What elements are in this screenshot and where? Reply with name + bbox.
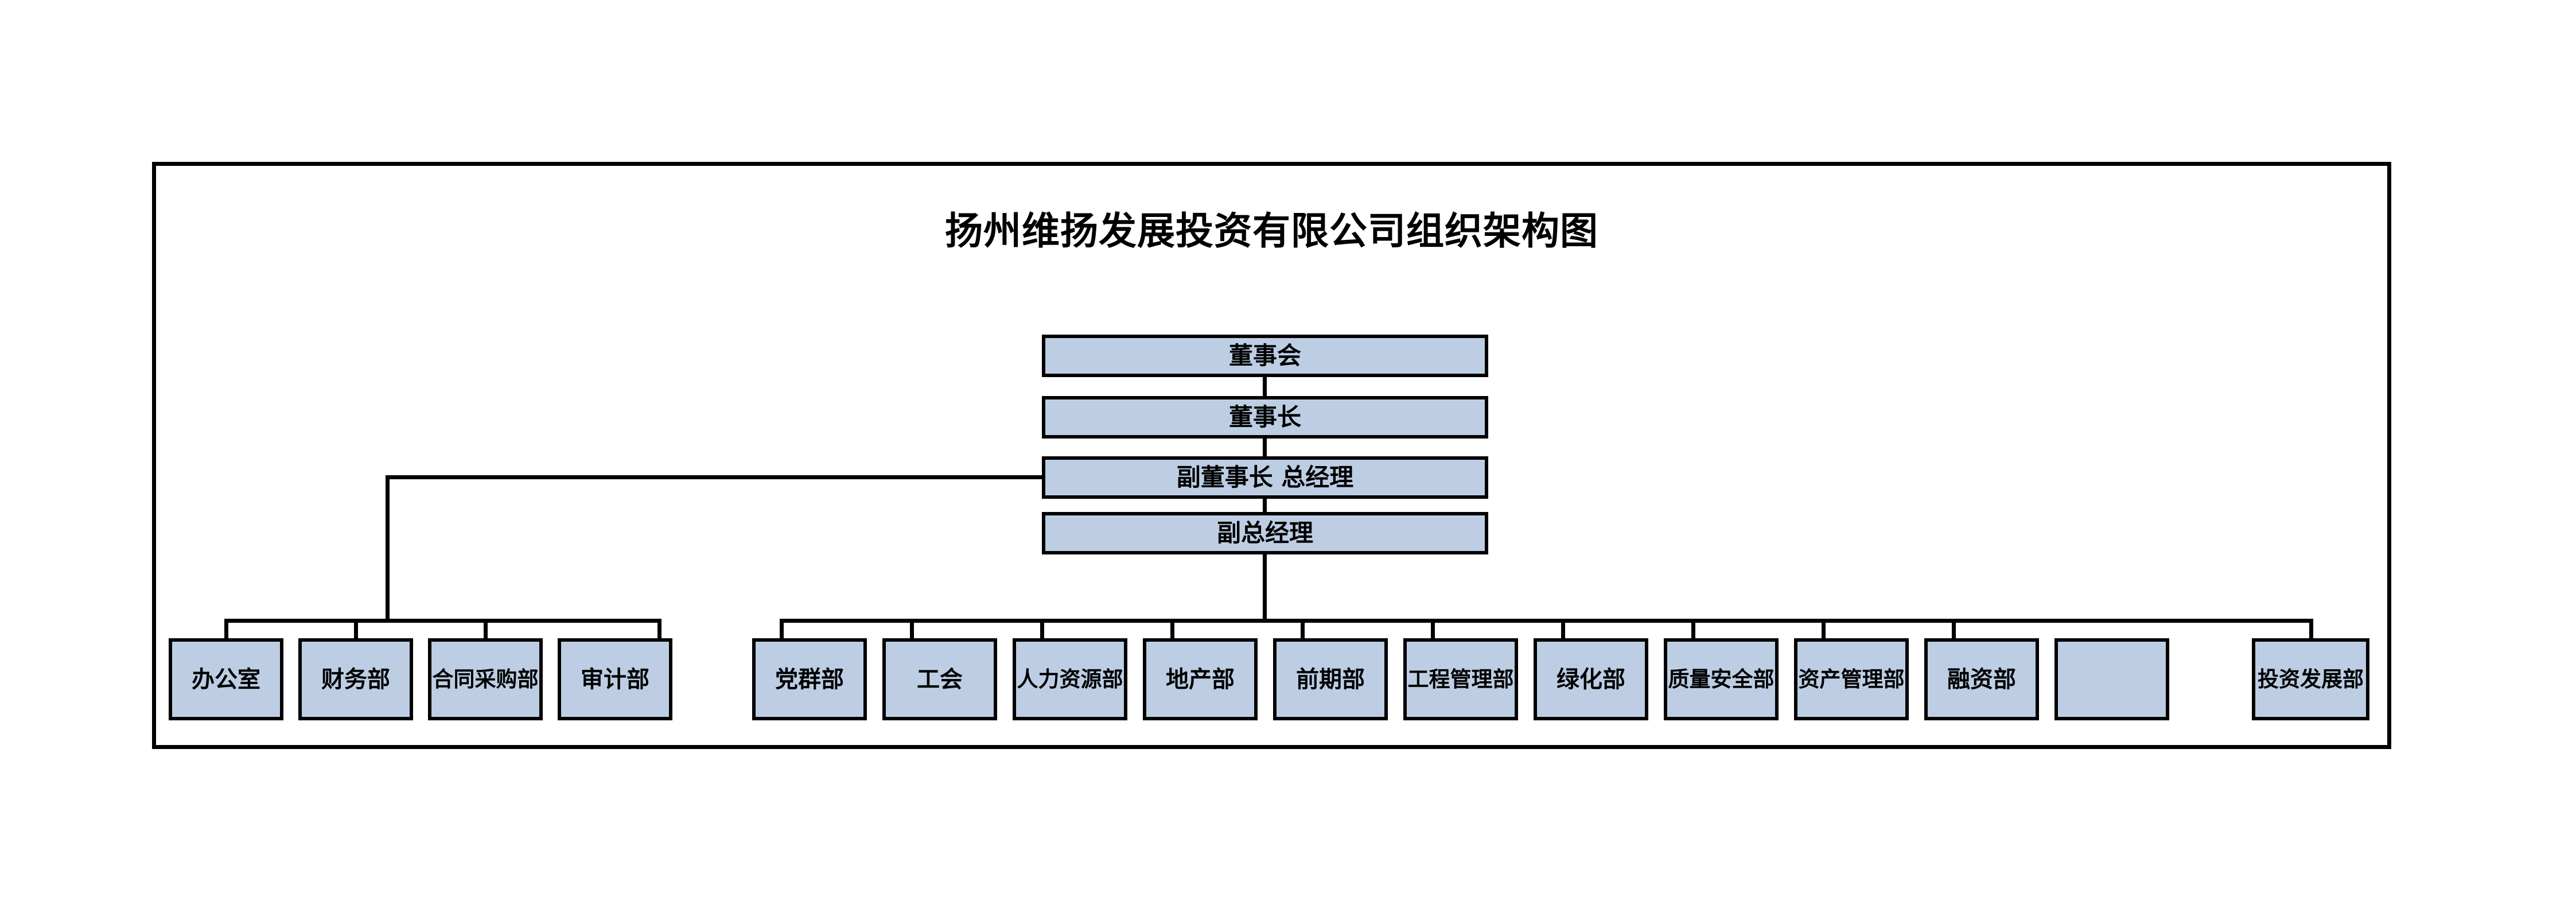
node-label: 合同采购部 <box>432 667 539 692</box>
node-department-asset-management[interactable]: 资产管理部 <box>1794 638 1909 720</box>
connector-drop-preliminary <box>1301 619 1305 640</box>
node-department-engineering-management[interactable]: 工程管理部 <box>1403 638 1518 720</box>
connector-deputy-to-right-bus <box>1263 554 1267 620</box>
node-label: 地产部 <box>1166 666 1235 693</box>
page-title: 扬州维扬发展投资有限公司组织架构图 <box>945 209 1598 253</box>
node-department-quality-safety[interactable]: 质量安全部 <box>1664 638 1779 720</box>
node-label: 董事会 <box>1228 342 1301 370</box>
connector-drop-engineering-management <box>1431 619 1435 640</box>
node-department-greening[interactable]: 绿化部 <box>1534 638 1648 720</box>
connector-vicechairman-left-drop <box>386 475 390 620</box>
node-label: 投资发展部 <box>2258 667 2364 692</box>
node-department-finance[interactable]: 财务部 <box>298 638 413 720</box>
node-label: 财务部 <box>321 666 390 693</box>
node-department-labor-union[interactable]: 工会 <box>882 638 997 720</box>
connector-drop-investment-development <box>2309 619 2313 640</box>
connector-left-bus <box>224 619 661 623</box>
node-department-real-estate[interactable]: 地产部 <box>1143 638 1258 720</box>
connector-vicechairman-to-deputy <box>1263 499 1267 512</box>
node-board-of-directors[interactable]: 董事会 <box>1042 335 1488 377</box>
connector-right-bus <box>780 619 2311 623</box>
node-department-financing[interactable]: 融资部 <box>1924 638 2039 720</box>
node-department-contract-procurement[interactable]: 合同采购部 <box>428 638 543 720</box>
connector-drop-office <box>224 619 228 640</box>
node-label: 人力资源部 <box>1017 667 1123 692</box>
node-department-audit[interactable]: 审计部 <box>558 638 672 720</box>
connector-vicechairman-left-run <box>386 475 1042 479</box>
node-label: 融资部 <box>1947 666 2016 693</box>
connector-drop-audit <box>657 619 661 640</box>
connector-drop-contract-procurement <box>484 619 488 640</box>
connector-drop-party-mass <box>780 619 784 640</box>
node-label: 副董事长 总经理 <box>1176 463 1354 491</box>
node-label: 资产管理部 <box>1798 667 1905 692</box>
node-label: 副总经理 <box>1216 519 1313 547</box>
node-chairman[interactable]: 董事长 <box>1042 396 1488 439</box>
connector-drop-financing <box>1952 619 1956 640</box>
node-department-office[interactable]: 办公室 <box>169 638 283 720</box>
node-label: 绿化部 <box>1557 666 1625 693</box>
node-label: 工会 <box>917 666 963 693</box>
connector-board-to-chairman <box>1263 377 1267 396</box>
connector-drop-asset-management <box>1822 619 1826 640</box>
node-label: 工程管理部 <box>1407 667 1514 692</box>
node-department-party-mass[interactable]: 党群部 <box>752 638 867 720</box>
node-label: 审计部 <box>581 666 649 693</box>
node-label: 党群部 <box>775 666 844 693</box>
connector-drop-human-resources <box>1040 619 1044 640</box>
node-deputy-general-manager[interactable]: 副总经理 <box>1042 512 1488 554</box>
node-department-preliminary[interactable]: 前期部 <box>1273 638 1388 720</box>
node-department-human-resources[interactable]: 人力资源部 <box>1013 638 1127 720</box>
node-department-investment-development-alt[interactable] <box>2054 638 2169 720</box>
connector-drop-finance <box>354 619 358 640</box>
node-vice-chairman-general-manager[interactable]: 副董事长 总经理 <box>1042 456 1488 499</box>
node-department-investment-development[interactable]: 投资发展部 <box>2252 638 2369 720</box>
node-label: 质量安全部 <box>1668 667 1775 692</box>
connector-chairman-to-vicechairman <box>1263 439 1267 456</box>
node-label: 董事长 <box>1228 403 1301 431</box>
connector-drop-labor-union <box>910 619 914 640</box>
connector-drop-real-estate <box>1170 619 1174 640</box>
connector-drop-greening <box>1561 619 1565 640</box>
connector-drop-quality-safety <box>1691 619 1695 640</box>
node-label: 前期部 <box>1296 666 1365 693</box>
node-label: 办公室 <box>192 666 260 693</box>
